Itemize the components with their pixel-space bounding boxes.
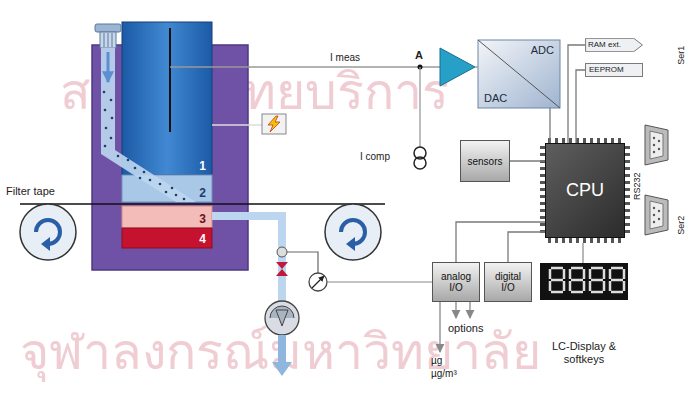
node-text: analog I/O <box>435 271 477 293</box>
pump-symbol <box>265 301 299 335</box>
chamber-band-1 <box>122 22 212 175</box>
chamber-band: 1 <box>122 22 212 175</box>
node-text: ADC <box>531 44 554 56</box>
exhaust-arrow <box>272 335 292 376</box>
memory-box: EEPROM <box>585 63 643 77</box>
connector-line <box>456 222 545 262</box>
cpu-pins <box>543 141 628 241</box>
module-box: sensors <box>460 140 510 182</box>
node-text: EEPROM <box>589 66 624 75</box>
chamber-band: 4 <box>122 228 212 248</box>
node-text: 2 <box>199 187 206 200</box>
sampling-inlet <box>95 24 121 48</box>
chamber-band-4 <box>122 228 212 248</box>
connector-line <box>510 160 545 161</box>
lc-display <box>540 263 628 300</box>
detector-needle <box>169 28 171 132</box>
connector-face <box>650 131 663 159</box>
output-arrow <box>455 302 456 318</box>
sensor-wire <box>287 252 318 273</box>
unit-label: µg <box>431 355 442 367</box>
part-label: Filter tape <box>6 185 55 198</box>
signal-label: I comp <box>360 151 390 163</box>
inlet-body <box>100 32 116 48</box>
inlet-slots <box>104 33 112 47</box>
inlet-cap <box>95 24 121 32</box>
connector-line <box>568 45 585 143</box>
flow-meter <box>309 273 327 291</box>
meter-wire <box>327 281 432 282</box>
converter-box <box>478 40 560 108</box>
filter-tape <box>20 203 385 205</box>
converter-box: ADC DAC <box>478 40 560 108</box>
port-label: Ser1 <box>676 46 686 65</box>
pin-row <box>625 146 630 236</box>
signal-label: I meas <box>330 52 360 64</box>
amplifier-symbol <box>440 48 475 86</box>
memory-box: RAM ext. <box>585 38 643 52</box>
module-box: analog I/O <box>432 262 480 302</box>
meter-arrow <box>312 276 324 288</box>
tape-reel <box>325 204 381 260</box>
cpu-chip: CPU <box>545 143 625 238</box>
node-text: CPU <box>566 181 604 201</box>
node-text: 4 <box>199 233 206 246</box>
port-label: RS232 <box>632 172 642 200</box>
display-label: LC-Display & softkeys <box>551 340 617 365</box>
port-label: Ser2 <box>676 216 686 235</box>
node-text: 3 <box>199 213 206 226</box>
connector-shell <box>645 195 668 235</box>
seven-segment-digits <box>550 268 624 292</box>
serial-connector <box>645 125 668 165</box>
output-arrow <box>439 302 440 352</box>
chamber-band: 2 <box>122 175 212 202</box>
reel-disc <box>20 204 76 260</box>
chamber-band-3 <box>122 206 212 228</box>
converter-divider <box>478 40 560 108</box>
node-text: DAC <box>484 92 507 104</box>
connector-line <box>576 70 585 143</box>
flow-arrow <box>107 52 110 82</box>
display-wire <box>582 243 583 263</box>
measure-current-wire <box>170 66 440 67</box>
output-arrow <box>469 302 470 318</box>
lightning-symbol <box>268 116 280 132</box>
rotation-arrowhead <box>41 237 50 251</box>
node-text: sensors <box>467 156 502 167</box>
module-box: digital I/O <box>484 262 532 302</box>
pin-row <box>548 238 623 243</box>
outlet-tube <box>212 212 286 220</box>
arrow-shape <box>586 38 643 51</box>
chamber-band: 3 <box>122 206 212 228</box>
current-source <box>414 157 426 169</box>
dust-particles <box>103 91 186 201</box>
sample-tube <box>101 48 196 202</box>
outlet-tube <box>278 212 286 302</box>
serial-connector <box>645 195 668 235</box>
node-text: 1 <box>199 160 206 173</box>
compensation-wire <box>419 67 420 147</box>
reel-disc <box>325 204 381 260</box>
valve-symbol <box>276 262 288 269</box>
connector-face <box>650 201 663 229</box>
node-text: RAM ext. <box>588 41 621 50</box>
flow-sensor <box>277 247 287 257</box>
node-text: digital I/O <box>487 271 529 293</box>
hv-supply <box>262 114 286 134</box>
connector-line <box>508 232 545 262</box>
valve-symbol <box>276 269 288 276</box>
output-label: options <box>448 322 483 335</box>
connector-line <box>549 108 550 143</box>
tape-reel <box>20 204 76 260</box>
node-letter: A <box>415 49 423 62</box>
connector-shell <box>645 125 668 165</box>
rotation-arrowhead <box>346 237 355 251</box>
pump-impeller <box>270 306 294 326</box>
source-wire <box>212 124 262 125</box>
unit-label: µg/m³ <box>431 368 457 380</box>
